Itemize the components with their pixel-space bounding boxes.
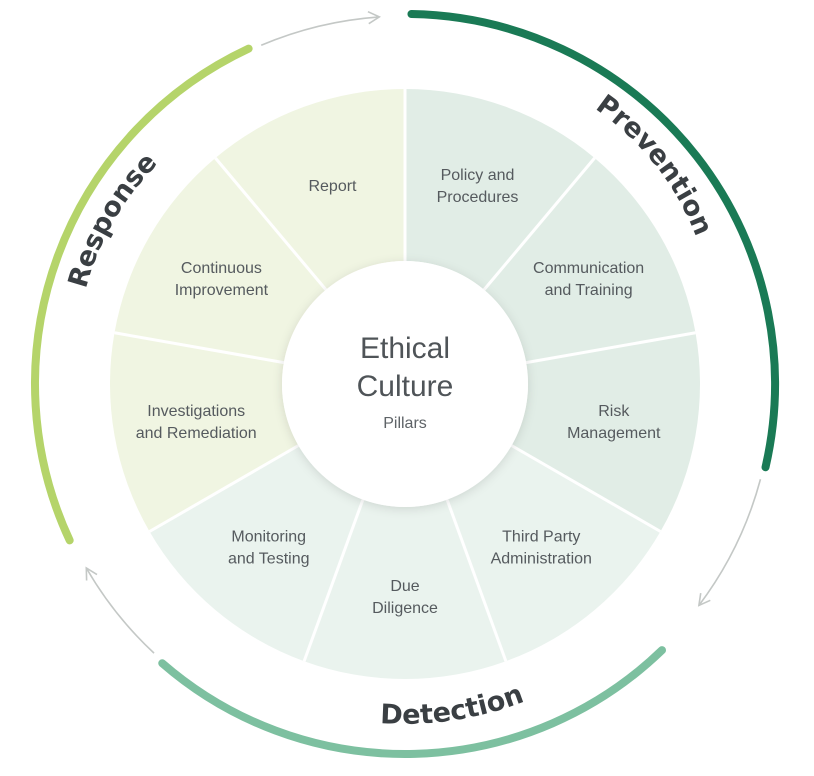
pillar-segment-report xyxy=(215,89,405,290)
center-subtitle: Pillars xyxy=(383,415,427,432)
pillar-divider xyxy=(510,444,662,533)
arrow-prevention-to-detection-head xyxy=(697,592,711,607)
response-arc xyxy=(31,44,253,545)
pillar-label-third-party-administration-line2: Administration xyxy=(491,550,592,567)
pillar-label-risk-management-line2: Management xyxy=(567,425,661,442)
pillar-segment-communication-and-training xyxy=(484,158,696,363)
center-title-line1: Ethical xyxy=(360,332,450,365)
pillar-divider xyxy=(302,499,365,662)
arrow-prevention-to-detection xyxy=(698,479,762,606)
cycle-arrows xyxy=(85,10,762,654)
phase-arcs xyxy=(31,10,779,758)
pillars-wheel xyxy=(109,89,700,679)
pillar-label-due-diligence-line2: Diligence xyxy=(372,600,438,617)
arrow-response-to-prevention xyxy=(260,16,380,46)
pillar-divider xyxy=(482,157,596,291)
pillar-label-investigations-and-remediation-line1: Investigations xyxy=(147,403,245,420)
prevention-arc xyxy=(407,10,779,472)
pillar-divider xyxy=(148,444,300,533)
arrow-response-to-prevention-head xyxy=(367,10,381,25)
center-circle xyxy=(282,261,528,507)
arrow-detection-to-response-head xyxy=(85,566,98,581)
pillar-label-policy-and-procedures-line2: Procedures xyxy=(437,189,519,206)
pillar-label-continuous-improvement-line1: Continuous xyxy=(181,260,262,277)
pillar-segment-due-diligence xyxy=(304,499,506,679)
center-title-line2: Culture xyxy=(357,370,454,403)
center-hub: Ethical Culture Pillars xyxy=(282,261,528,507)
pillar-divider xyxy=(214,157,328,291)
pillar-segment-policy-and-procedures xyxy=(405,89,595,290)
pillar-label-report: Report xyxy=(308,178,357,195)
pillar-label-investigations-and-remediation-line2: and Remediation xyxy=(136,425,257,442)
pillar-segment-monitoring-and-testing xyxy=(149,445,363,662)
detection-arc xyxy=(158,646,667,758)
pillar-segment-risk-management xyxy=(511,332,700,532)
pillar-label-monitoring-and-testing-line2: and Testing xyxy=(228,550,310,567)
phase-label-detection: Detection xyxy=(380,679,528,731)
pillar-divider xyxy=(445,499,508,662)
pillar-segment-investigations-and-remediation xyxy=(109,332,299,532)
pillar-divider xyxy=(114,331,285,365)
pillar-label-communication-and-training-line1: Communication xyxy=(533,260,644,277)
pillar-label-communication-and-training-line2: and Training xyxy=(545,282,633,299)
pillar-divider xyxy=(525,331,696,365)
pillar-label-due-diligence-line1: Due xyxy=(390,578,419,595)
wheel-dividers xyxy=(114,89,696,662)
pillar-label-monitoring-and-testing-line1: Monitoring xyxy=(231,528,306,545)
pillar-label-continuous-improvement-line2: Improvement xyxy=(175,282,269,299)
pillar-segment-third-party-administration xyxy=(447,445,661,662)
pillar-label-risk-management-line1: Risk xyxy=(598,403,630,420)
arrow-detection-to-response xyxy=(85,567,155,654)
pillar-label-third-party-administration-line1: Third Party xyxy=(502,528,580,545)
pillar-label-policy-and-procedures-line1: Policy and xyxy=(441,167,515,184)
pillar-segment-continuous-improvement xyxy=(114,158,326,363)
